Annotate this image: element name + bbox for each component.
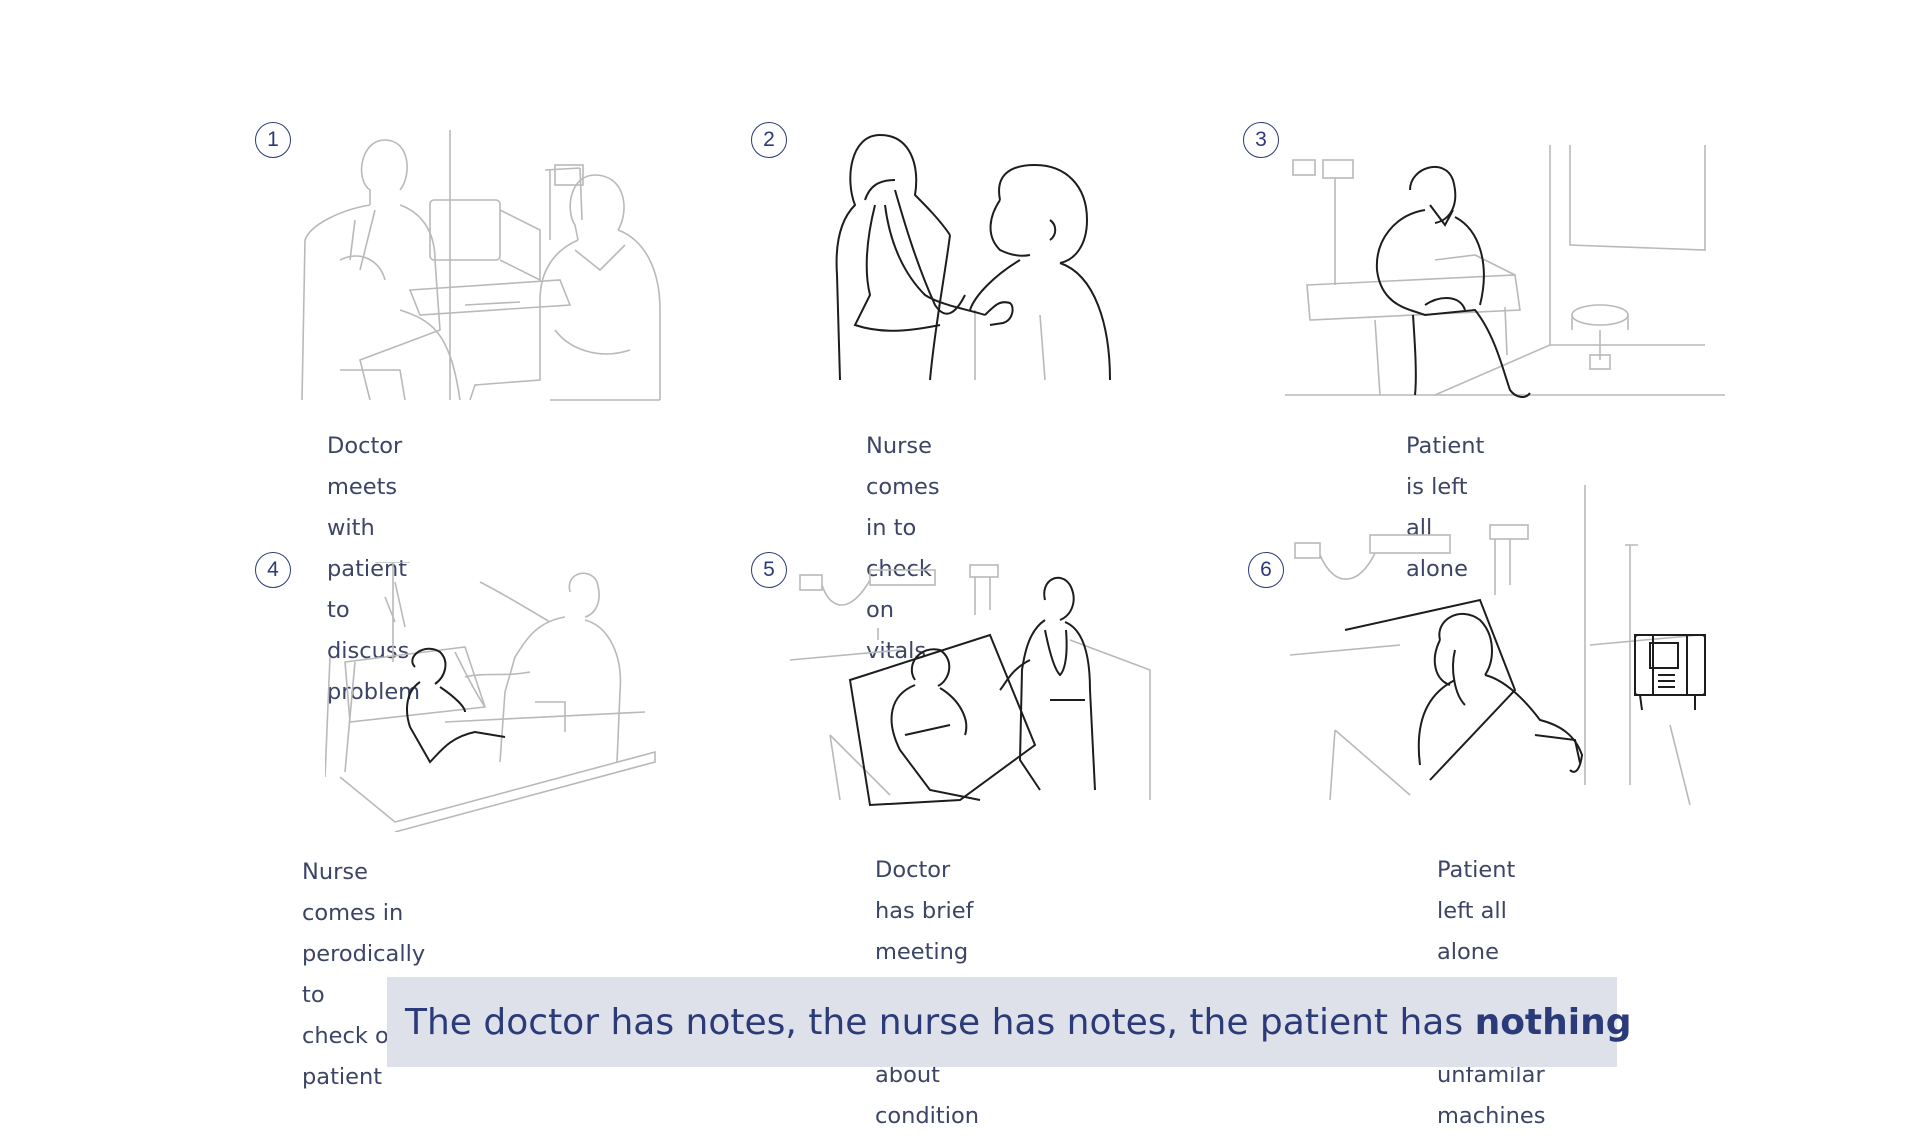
summary-emphasis: nothing [1474, 1001, 1632, 1043]
nurse-iv-bed-illustration [325, 562, 665, 832]
step-number-badge: 2 [751, 122, 787, 158]
summary-banner: The doctor has notes, the nurse has note… [387, 977, 1632, 1067]
patient-machines-illustration [1290, 485, 1710, 820]
summary-text: The doctor has notes, the nurse has note… [405, 1002, 1632, 1043]
nurse-stethoscope-illustration [825, 125, 1115, 390]
step-number-badge: 3 [1243, 122, 1279, 158]
step-number-badge: 5 [751, 552, 787, 588]
summary-lead: The doctor has notes, the nurse has note… [405, 1001, 1475, 1043]
doctor-patient-desk-illustration [300, 130, 670, 410]
step-number-badge: 1 [255, 122, 291, 158]
step-number-badge: 4 [255, 552, 291, 588]
step-number-badge: 6 [1248, 552, 1284, 588]
step-caption: Patient is left all alone [1406, 433, 1485, 582]
patient-exam-table-illustration [1285, 145, 1725, 405]
doctor-bedside-illustration [790, 560, 1160, 810]
